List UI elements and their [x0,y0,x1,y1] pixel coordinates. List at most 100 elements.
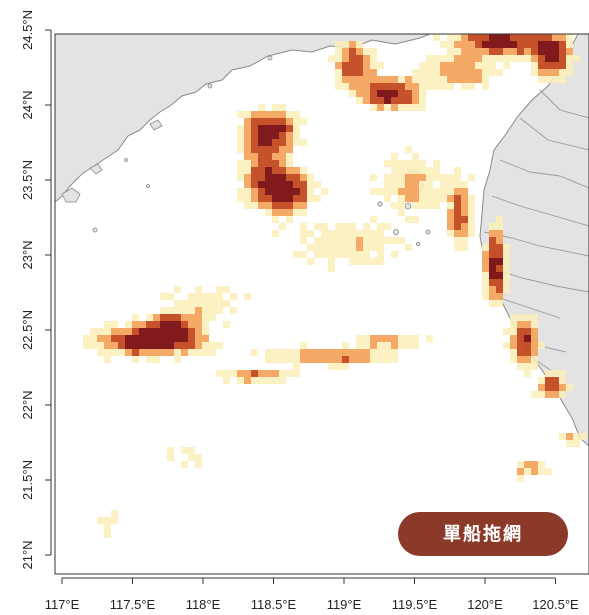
density-cell [363,230,370,237]
density-cell [461,181,468,188]
density-cell [342,342,349,349]
density-cell [398,97,405,104]
density-cell [433,160,440,167]
density-cell [335,41,342,48]
density-cell [160,293,167,300]
density-cell [167,314,174,321]
density-cell [545,384,552,391]
density-cell [552,41,559,48]
density-cell [447,209,454,216]
density-cell [209,300,216,307]
density-cell [405,146,412,153]
density-cell [265,356,272,363]
density-cell [552,76,559,83]
density-cell [279,111,286,118]
density-cell [153,342,160,349]
density-cell [370,83,377,90]
density-cell [258,195,265,202]
density-cell [195,307,202,314]
density-cell [279,153,286,160]
density-cell [202,293,209,300]
density-cell [559,69,566,76]
x-tick-label: 117°E [45,597,80,612]
density-cell [349,230,356,237]
density-cell [524,321,531,328]
density-cell [384,356,391,363]
density-cell [412,90,419,97]
density-cell [377,188,384,195]
density-cell [496,237,503,244]
density-cell [328,356,335,363]
density-cell [356,48,363,55]
density-cell [286,216,293,223]
density-cell [139,321,146,328]
density-cell [503,342,510,349]
density-cell [384,237,391,244]
density-cell [321,188,328,195]
density-cell [503,34,510,41]
density-cell [531,391,538,398]
density-cell [559,370,566,377]
density-cell [258,153,265,160]
density-cell [90,342,97,349]
density-cell [342,356,349,363]
density-cell [412,342,419,349]
density-cell [272,377,279,384]
density-cell [461,202,468,209]
density-cell [552,69,559,76]
density-cell [328,258,335,265]
density-cell [335,76,342,83]
density-cell [195,335,202,342]
density-cell [426,202,433,209]
density-cell [384,342,391,349]
density-cell [489,223,496,230]
density-cell [412,76,419,83]
density-cell [538,468,545,475]
density-cell [181,461,188,468]
density-cell [482,83,489,90]
density-cell [342,69,349,76]
density-cell [503,62,510,69]
density-cell [335,62,342,69]
density-cell [370,216,377,223]
density-cell [139,342,146,349]
gear-type-badge: 單船拖網 [398,512,568,556]
density-cell [174,342,181,349]
density-cell [398,202,405,209]
density-cell [90,335,97,342]
density-cell [293,209,300,216]
density-cell [153,314,160,321]
density-cell [279,181,286,188]
density-cell [377,356,384,363]
density-cell [531,356,538,363]
density-cell [244,188,251,195]
density-cell [188,307,195,314]
density-cell [370,237,377,244]
density-cell [146,314,153,321]
density-cell [272,111,279,118]
density-cell [489,62,496,69]
density-cell [580,433,587,440]
density-cell [391,335,398,342]
density-cell [293,188,300,195]
density-cell [342,76,349,83]
density-cell [286,125,293,132]
density-cell [223,370,230,377]
density-cell [272,188,279,195]
density-cell [300,118,307,125]
density-cell [181,328,188,335]
y-tick-label: 24.5°N [20,10,35,50]
density-cell [356,230,363,237]
density-cell [433,195,440,202]
density-cell [454,202,461,209]
density-cell [314,356,321,363]
density-cell [125,321,132,328]
density-cell [489,34,496,41]
density-cell [265,132,272,139]
density-cell [447,41,454,48]
density-cell [328,349,335,356]
density-cell [237,139,244,146]
density-cell [433,76,440,83]
density-cell [356,90,363,97]
